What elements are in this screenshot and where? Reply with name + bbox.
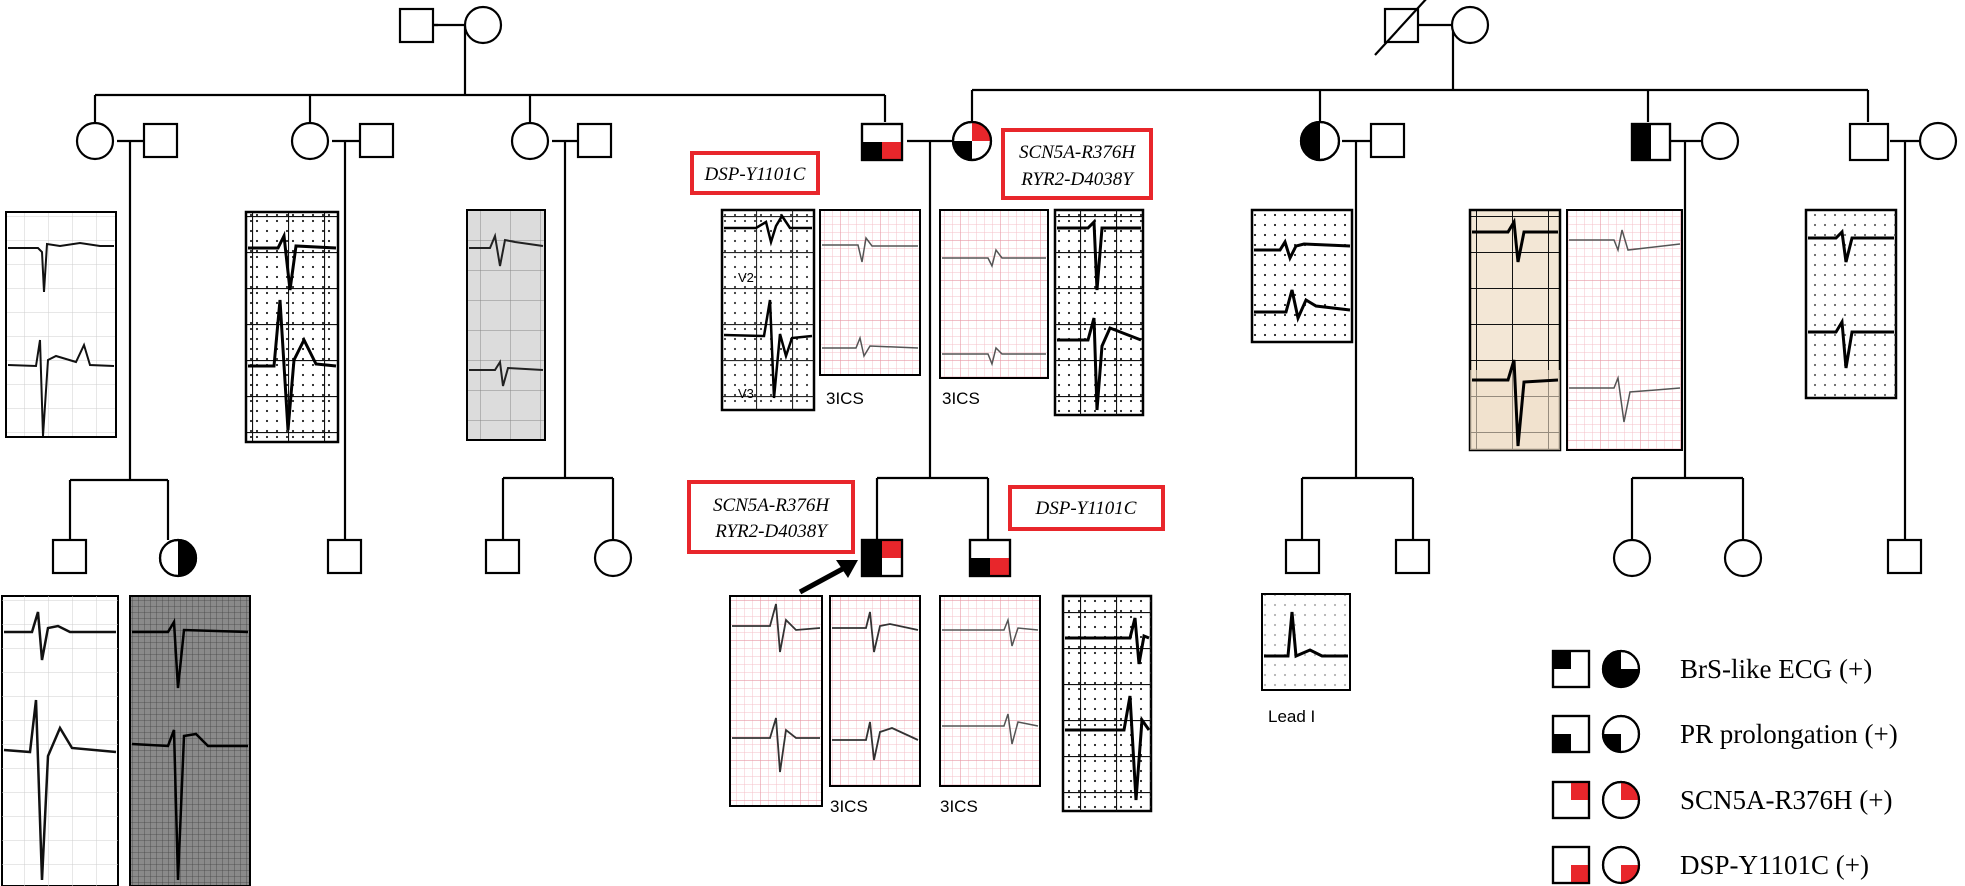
gen3-female-6 xyxy=(1612,538,1652,578)
legend-item-dsp: DSP-Y1101C (+) xyxy=(1551,845,1869,885)
svg-text:Lead I: Lead I xyxy=(1268,707,1315,726)
gene-label-mother: SCN5A-R376H RYR2-D4038Y xyxy=(1001,128,1153,200)
legend-item-scn5a: SCN5A-R376H (+) xyxy=(1551,780,1892,820)
svg-text:3ICS: 3ICS xyxy=(940,797,978,816)
gen2-mother-proband xyxy=(951,120,993,162)
gen3-male-6 xyxy=(1886,538,1923,575)
gen3-brother xyxy=(968,538,1012,578)
gen3-male-3 xyxy=(484,538,521,575)
gen3-proband xyxy=(860,538,904,578)
ecg-mother-3ics: 3ICS xyxy=(939,209,1049,408)
gen2-female-3 xyxy=(510,121,550,161)
legend-item-pr: PR prolongation (+) xyxy=(1551,714,1898,754)
proband-arrow xyxy=(798,560,858,595)
gen2-male-2-spouse xyxy=(358,122,395,159)
gen2-male-5 xyxy=(1848,122,1890,162)
gen2-female-5-spouse xyxy=(1918,121,1958,161)
ecg-gen2-male-brs-left xyxy=(1468,208,1562,452)
svg-text:V3: V3 xyxy=(738,386,754,401)
gen2-father-proband xyxy=(860,122,904,162)
svg-text:PR prolongation (+): PR prolongation (+) xyxy=(1680,719,1898,749)
ecg-brother-3ics: 3ICS xyxy=(939,595,1041,816)
ecg-gen2-female-3 xyxy=(466,209,546,441)
gen3-male-4 xyxy=(1284,538,1321,575)
gen2-female-2 xyxy=(290,121,330,161)
svg-text:3ICS: 3ICS xyxy=(826,389,864,408)
ecg-proband-left xyxy=(729,595,823,807)
legend: BrS-like ECG (+) PR prolongation (+) SCN… xyxy=(1551,649,1898,885)
gene-label-brother: DSP-Y1101C xyxy=(1008,485,1165,531)
svg-text:RYR2-D4038Y: RYR2-D4038Y xyxy=(714,521,829,542)
gen1-left-female xyxy=(463,5,503,45)
ecg-gen2-male-brs-right xyxy=(1566,209,1683,451)
svg-text:RYR2-D4038Y: RYR2-D4038Y xyxy=(1020,169,1135,190)
gen2-male-brs xyxy=(1630,122,1672,162)
ecg-brother-right xyxy=(1061,594,1153,813)
pedigree-lines xyxy=(68,23,1920,540)
gen2-male-1-spouse xyxy=(142,122,179,159)
ecg-father-v2v3: V2 V3 xyxy=(720,208,816,412)
gene-label-father: DSP-Y1101C xyxy=(690,151,820,195)
svg-text:DSP-Y1101C: DSP-Y1101C xyxy=(704,164,806,185)
ecg-gen2-male-5 xyxy=(1804,208,1898,400)
svg-text:SCN5A-R376H (+): SCN5A-R376H (+) xyxy=(1680,785,1892,815)
ecg-gen2-female-brs xyxy=(1250,208,1354,344)
svg-text:BrS-like ECG (+): BrS-like ECG (+) xyxy=(1680,654,1872,684)
svg-text:SCN5A-R376H: SCN5A-R376H xyxy=(1019,142,1136,163)
ecg-proband-3ics: 3ICS xyxy=(829,595,921,816)
svg-text:DSP-Y1101C (+): DSP-Y1101C (+) xyxy=(1680,850,1869,880)
svg-text:3ICS: 3ICS xyxy=(942,389,980,408)
ecg-gen3-female-pr xyxy=(129,595,251,886)
gen2-male-4-spouse xyxy=(1369,122,1406,159)
svg-text:V2: V2 xyxy=(738,270,754,285)
gen2-female-4-spouse xyxy=(1700,121,1740,161)
svg-text:3ICS: 3ICS xyxy=(830,797,868,816)
gen2-female-1 xyxy=(75,121,115,161)
gen3-female-7 xyxy=(1723,538,1763,578)
gen2-male-3-spouse xyxy=(576,122,613,159)
gen1-right-female xyxy=(1450,5,1490,45)
gen3-female-3 xyxy=(593,538,633,578)
ecg-mother-right xyxy=(1053,208,1145,417)
gen3-male-2 xyxy=(326,538,363,575)
ecg-father-3ics: 3ICS xyxy=(819,209,921,408)
legend-item-brs: BrS-like ECG (+) xyxy=(1551,649,1872,689)
gene-label-proband: SCN5A-R376H RYR2-D4038Y xyxy=(687,480,855,554)
svg-text:SCN5A-R376H: SCN5A-R376H xyxy=(713,495,830,516)
gen1-right-male-deceased xyxy=(1374,0,1427,56)
gen1-left-male xyxy=(398,7,435,44)
ecg-lead-i: Lead I xyxy=(1261,593,1351,726)
svg-text:DSP-Y1101C: DSP-Y1101C xyxy=(1035,498,1137,519)
gen3-male-5 xyxy=(1394,538,1431,575)
ecg-gen3-male-1 xyxy=(1,595,119,886)
gen3-male-1 xyxy=(51,538,88,575)
gen2-female-brs xyxy=(1299,120,1341,162)
ecg-gen2-female-2 xyxy=(244,210,340,444)
gen3-female-pr xyxy=(158,538,198,578)
ecg-gen2-female-1 xyxy=(5,211,117,438)
